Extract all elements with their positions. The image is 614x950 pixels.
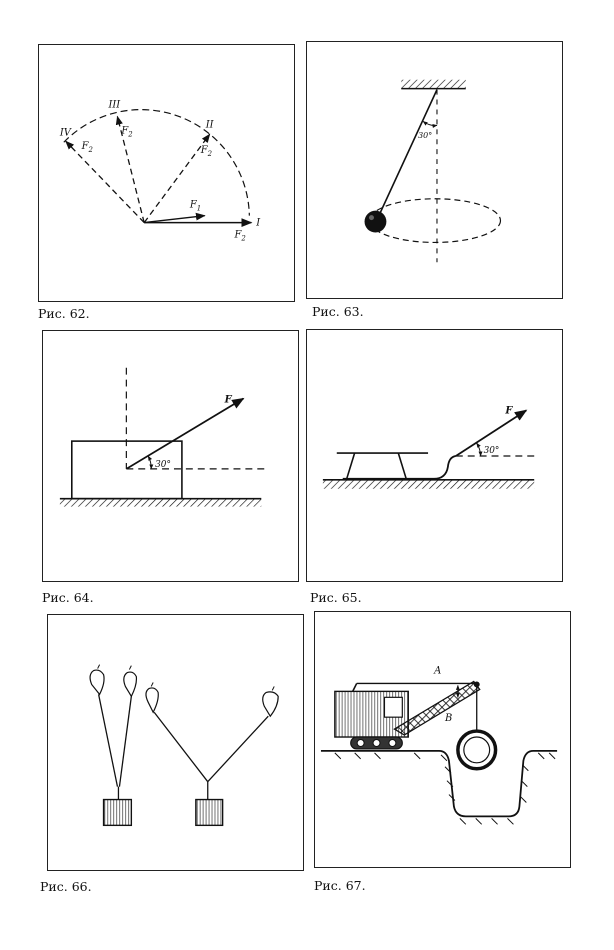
rope-right-1	[153, 711, 209, 783]
trench-soil-hatch	[334, 752, 556, 825]
figure-67-panel: A B	[314, 611, 571, 868]
figure-64-diagram: 30° F	[59, 367, 268, 507]
pendulum-ball	[364, 210, 387, 233]
label-position-1: I	[255, 218, 261, 229]
sled	[336, 452, 457, 480]
weight-left	[102, 798, 133, 827]
rope-left-1	[97, 694, 119, 787]
figure-62-diagram: IV III II I F2 F2 F2 F1 F2	[59, 100, 261, 243]
angle-label: 30°	[155, 460, 171, 470]
angle-label: 30°	[484, 446, 500, 456]
angle-arc	[147, 455, 154, 470]
label-a: A	[433, 666, 441, 677]
pipe-inner	[463, 736, 491, 764]
figure-62-panel: IV III II I F2 F2 F2 F1 F2	[38, 44, 295, 302]
rotation-arc	[63, 109, 250, 216]
ground-hatch	[322, 479, 535, 489]
crane-mast	[351, 683, 358, 692]
f2-vector-position-3	[115, 115, 145, 223]
orbit-ellipse	[368, 198, 502, 244]
hand-right-1	[145, 682, 159, 714]
label-position-4: IV	[59, 127, 72, 138]
label-f1: F1	[189, 200, 201, 213]
pendulum-string	[377, 89, 438, 217]
figure-63-caption: Рис. 63.	[312, 304, 364, 319]
f2-vector-position-4	[65, 140, 145, 224]
f2-vector-position-2	[143, 133, 211, 223]
ceiling-hatch	[401, 79, 466, 89]
figure-63-panel: 30°	[306, 41, 563, 299]
crane-cab-window	[383, 696, 403, 718]
figure-66-caption: Рис. 66.	[40, 879, 92, 894]
label-f2-position-4: F2	[81, 141, 94, 154]
label-b: B	[444, 713, 452, 724]
figure-65-panel: 30° F	[306, 329, 563, 582]
hand-left-1	[89, 664, 105, 696]
label-f2-position-1: F2	[233, 229, 246, 242]
figure-63-diagram: 30°	[364, 79, 502, 263]
force-vector	[455, 409, 528, 457]
figure-67-caption: Рис. 67.	[314, 878, 366, 893]
angle-arc	[422, 120, 438, 128]
pipe-outer	[456, 729, 498, 771]
rope-left-2	[118, 696, 132, 787]
ground-with-trench	[320, 750, 558, 818]
boom-head	[473, 681, 480, 688]
figure-64-panel: 30° F	[42, 330, 299, 582]
rope-right-2	[207, 715, 269, 783]
figure-64-caption: Рис. 64.	[42, 590, 94, 605]
figure-62-caption: Рис. 62.	[38, 306, 90, 321]
label-f2-position-3: F2	[120, 125, 133, 138]
label-position-2: II	[205, 119, 215, 130]
figure-67-diagram: A B	[320, 666, 558, 825]
force-label: F	[224, 394, 233, 405]
force-vector	[125, 397, 245, 470]
figure-65-diagram: 30° F	[322, 405, 540, 489]
label-position-3: III	[107, 100, 121, 111]
weight-right	[195, 798, 224, 827]
f1-vector	[144, 212, 206, 224]
figure-66-diagram	[89, 664, 279, 827]
label-f2-position-2: F2	[200, 145, 213, 158]
angle-arc	[476, 442, 483, 457]
figure-65-caption: Рис. 65.	[310, 590, 362, 605]
figure-66-panel	[47, 614, 304, 871]
force-label: F	[504, 405, 513, 416]
hand-left-2	[123, 665, 138, 698]
ball-highlight	[369, 215, 374, 221]
angle-label: 30°	[418, 131, 432, 140]
ground-hatch	[59, 498, 262, 507]
hand-right-2	[262, 686, 279, 718]
